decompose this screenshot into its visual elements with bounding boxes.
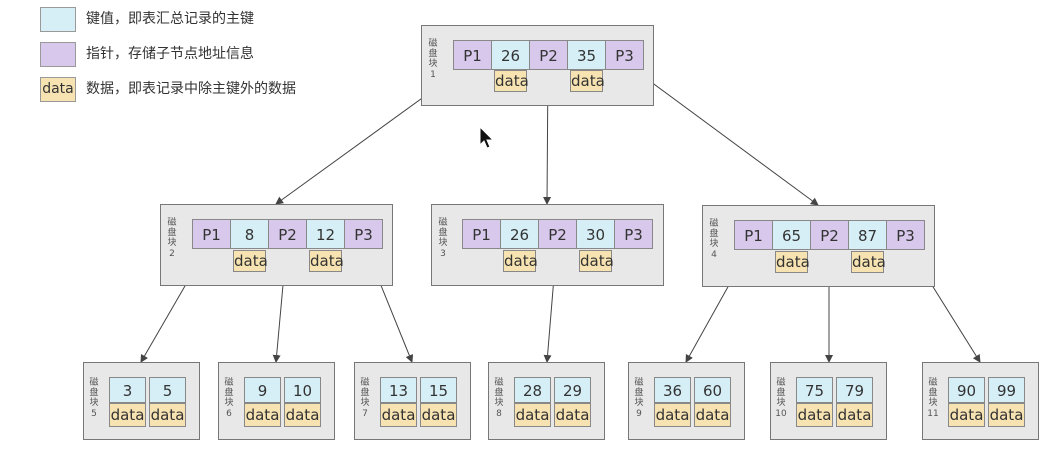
key-cell: 79 — [836, 377, 873, 403]
key-cell: 90 — [948, 377, 985, 403]
key-cell: 15 — [420, 377, 457, 403]
pointer-cell: P1 — [192, 219, 231, 249]
key-cell: 26 — [491, 40, 530, 70]
data-cell: data — [514, 403, 551, 427]
key-cell: 87 — [848, 220, 887, 250]
mouse-cursor-icon — [479, 126, 495, 149]
legend-text: 数据，即表记录中除主键外的数据 — [86, 81, 296, 97]
data-cell: data — [570, 70, 605, 92]
data-cell: data — [579, 250, 614, 272]
key-cell: 13 — [380, 377, 417, 403]
data-cell: data — [796, 403, 833, 427]
data-cell: data — [380, 403, 417, 427]
key-cell: 12 — [306, 219, 345, 249]
data-cell: data — [836, 403, 873, 427]
legend-swatch: data — [40, 77, 76, 102]
key-cell: 28 — [514, 377, 551, 403]
key-cell: 35 — [567, 40, 606, 70]
data-cell: data — [309, 250, 344, 272]
data-cell: data — [654, 403, 691, 427]
pointer-cell: P2 — [268, 219, 307, 249]
data-cell: data — [851, 251, 886, 273]
pointer-cell: P1 — [462, 219, 501, 249]
pointer-cell: P2 — [810, 220, 849, 250]
data-cell: data — [775, 251, 810, 273]
key-cell: 99 — [988, 377, 1025, 403]
key-cell: 30 — [576, 219, 615, 249]
data-cell: data — [109, 403, 146, 427]
pointer-cell: P3 — [605, 40, 644, 70]
pointer-cell: P3 — [886, 220, 925, 250]
data-cell: data — [284, 403, 321, 427]
data-cell: data — [948, 403, 985, 427]
key-cell: 5 — [149, 377, 186, 403]
key-cell: 3 — [109, 377, 146, 403]
pointer-cell: P3 — [614, 219, 653, 249]
data-cell: data — [503, 250, 538, 272]
legend-text: 指针，存储子节点地址信息 — [86, 46, 254, 62]
key-cell: 10 — [284, 377, 321, 403]
pointer-cell: P2 — [529, 40, 568, 70]
key-cell: 9 — [244, 377, 281, 403]
data-cell: data — [554, 403, 591, 427]
data-cell: data — [149, 403, 186, 427]
key-cell: 75 — [796, 377, 833, 403]
data-cell: data — [494, 70, 529, 92]
pointer-cell: P1 — [453, 40, 492, 70]
key-cell: 36 — [654, 377, 691, 403]
key-cell: 26 — [500, 219, 539, 249]
data-cell: data — [988, 403, 1025, 427]
key-cell: 60 — [694, 377, 731, 403]
data-cell: data — [694, 403, 731, 427]
data-cell: data — [244, 403, 281, 427]
pointer-cell: P1 — [734, 220, 773, 250]
legend-swatch — [40, 7, 76, 32]
pointer-cell: P3 — [344, 219, 383, 249]
legend-swatch — [40, 42, 76, 67]
pointer-cell: P2 — [538, 219, 577, 249]
key-cell: 65 — [772, 220, 811, 250]
key-cell: 8 — [230, 219, 269, 249]
key-cell: 29 — [554, 377, 591, 403]
data-cell: data — [233, 250, 268, 272]
data-cell: data — [420, 403, 457, 427]
legend-text: 键值，即表汇总记录的主键 — [86, 11, 254, 27]
